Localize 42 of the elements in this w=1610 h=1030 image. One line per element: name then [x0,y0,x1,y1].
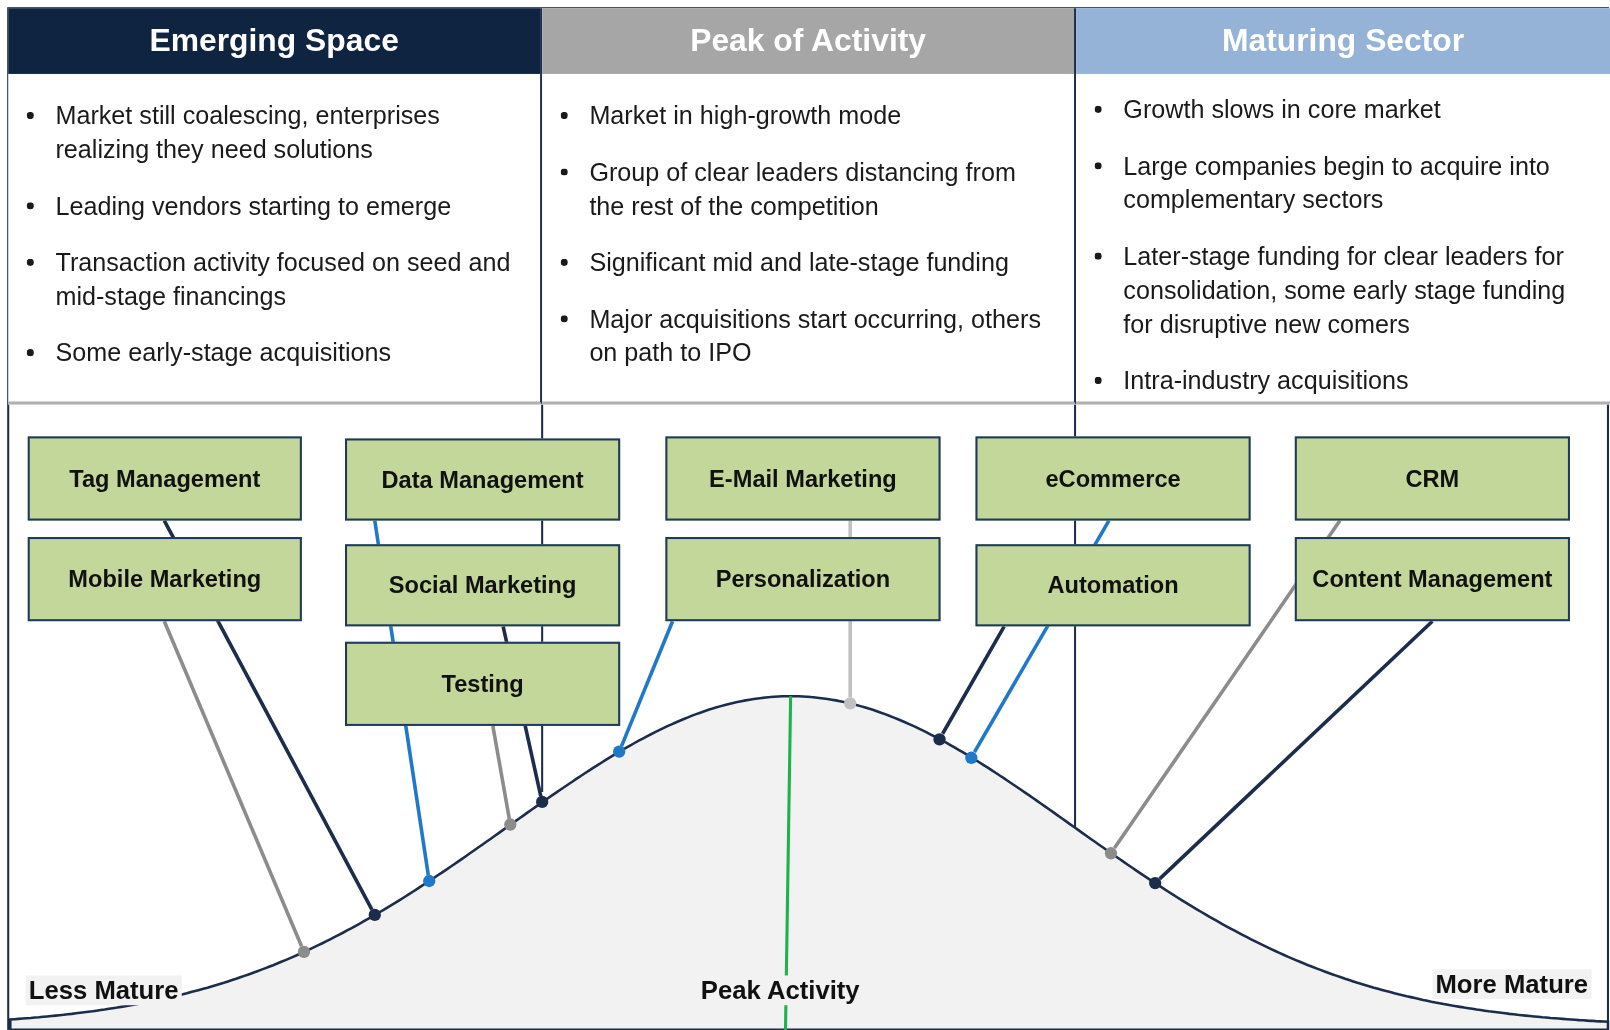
column-heading: Maturing Sector [1076,8,1610,74]
leader-line [162,620,304,947]
curve-point [1104,846,1118,860]
bullet-item: Leading vendors starting to emerge [55,192,452,220]
bullet-item: Growth slows in core market [1123,95,1441,124]
bullet-item: Some early-stage acquisitions [55,338,392,367]
stage-column [542,8,1077,405]
curve-point [536,796,549,809]
category-box: Social Marketing [345,544,621,627]
curve-point [965,751,978,764]
category-box: CRM [1294,436,1570,521]
stage-column [8,8,543,405]
bullet-item: Market in high-growth mode [589,101,902,130]
stage-column [1076,8,1610,405]
bullet-item: Market still coalescing, enterprises realizing they need solutions [55,101,440,164]
leader-line [1158,619,1434,881]
bullet-item: Later-stage funding for clear leaders for consolidation, some early stage funding for disruptive new comers [1123,242,1566,338]
bullet-item: Transaction activity focused on seed and mid-stage financings [55,248,511,311]
curve-point [297,945,311,959]
column-heading: Peak of Activity [542,8,1075,74]
leader-line [941,625,1006,735]
bullet-item: Major acquisitions start occurring, others on path to IPO [589,304,1041,367]
category-box: Content Management [1294,537,1570,622]
category-box: eCommerce [975,436,1251,521]
category-box: Tag Management [27,436,302,521]
category-box: Personalization [665,537,941,622]
axis-label: More Mature [1432,969,1592,1000]
category-box: E-Mail Marketing [665,436,941,521]
column-heading: Emerging Space [8,8,541,74]
curve-point [504,818,517,831]
bullet-item: Intra-industry acquisitions [1123,366,1409,395]
bullet-item: Group of clear leaders distancing from the rest of the competition [589,158,1016,220]
category-box: Mobile Marketing [27,537,302,622]
curve-point [1149,876,1162,890]
curve-point [844,697,857,710]
category-box: Testing [345,641,621,726]
category-box: Automation [975,544,1251,627]
bullet-item: Large companies begin to acquire into complementary sectors [1123,151,1550,214]
axis-label: Less Mature [25,975,182,1006]
leader-line [491,725,512,820]
bullet-item: Significant mid and late-stage funding [589,248,1009,277]
category-box: Data Management [345,438,621,521]
